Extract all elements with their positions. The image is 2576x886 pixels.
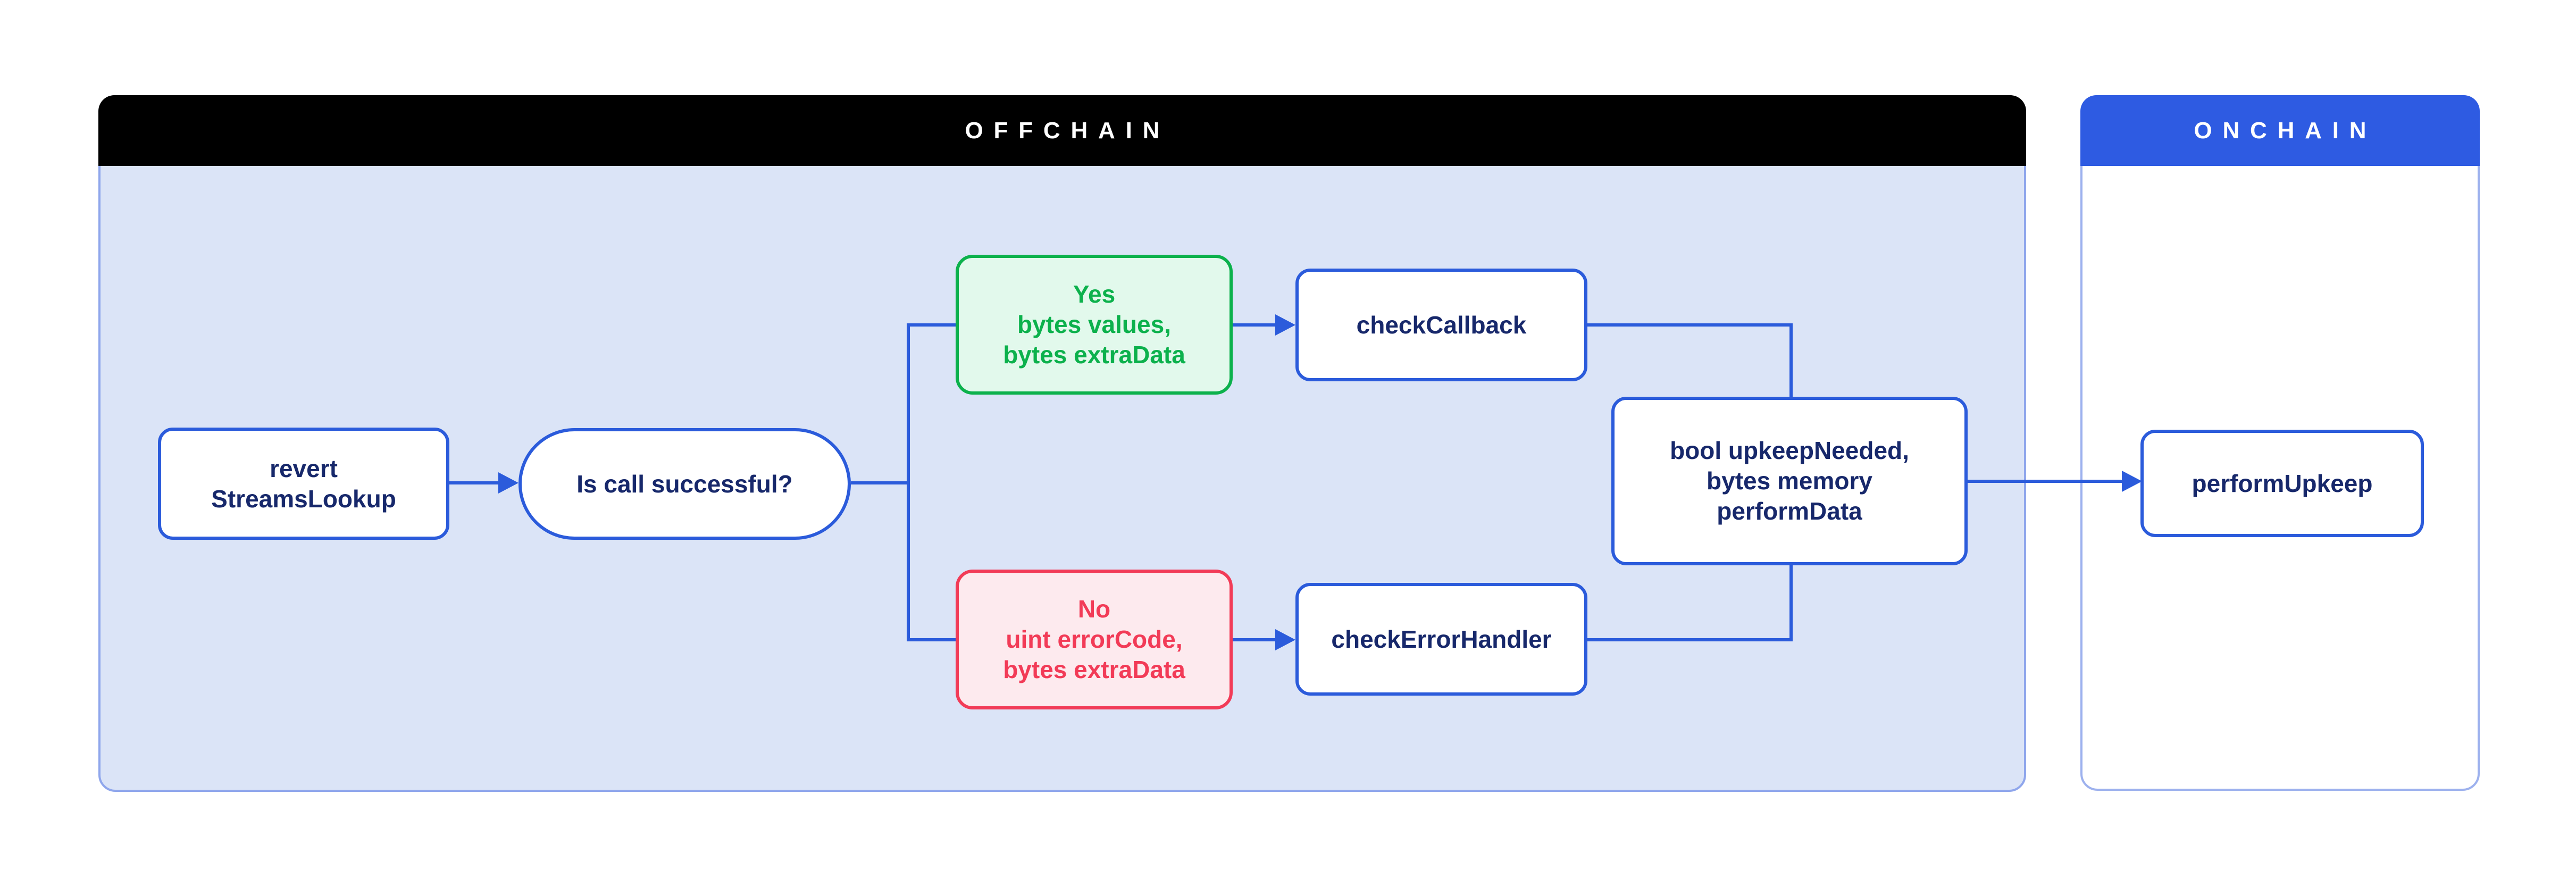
edge-branch-vertical — [907, 323, 910, 641]
node-check-error-handler: checkErrorHandler — [1295, 583, 1587, 696]
node-text-line: revert — [270, 454, 338, 482]
offchain-title: OFFCHAIN — [965, 117, 1170, 144]
arrowhead-icon — [2122, 471, 2142, 492]
onchain-title: ONCHAIN — [2194, 117, 2377, 144]
node-check-callback: checkCallback — [1295, 269, 1587, 381]
node-text-line: performData — [1717, 497, 1862, 525]
node-text-line: performUpkeep — [2192, 469, 2373, 497]
node-yes-output: Yes bytes values, bytes extraData — [956, 255, 1233, 395]
edge-revert-to-decision — [449, 481, 503, 484]
node-text-line: checkCallback — [1356, 311, 1527, 339]
node-text-line: bytes values, — [1017, 311, 1171, 338]
node-text-line: Is call successful? — [576, 470, 793, 498]
edge-result-to-performupkeep — [1968, 480, 2123, 483]
node-text-line: bytes extraData — [1003, 656, 1185, 683]
edge-checkerrorhandler-out-v — [1789, 564, 1793, 641]
node-revert-streamslookup: revert StreamsLookup — [158, 428, 449, 540]
node-text-line: bytes extraData — [1003, 341, 1185, 369]
offchain-header: OFFCHAIN — [98, 95, 2026, 166]
onchain-header: ONCHAIN — [2080, 95, 2480, 166]
node-text-line: uint errorCode, — [1006, 625, 1183, 653]
edge-checkcallback-out-h — [1587, 323, 1793, 327]
node-is-call-successful: Is call successful? — [518, 428, 851, 540]
edge-checkcallback-out-v — [1789, 323, 1793, 398]
node-perform-upkeep: performUpkeep — [2140, 430, 2424, 537]
arrowhead-icon — [1275, 314, 1295, 336]
node-text-line: checkErrorHandler — [1331, 625, 1552, 653]
node-text-line: bool upkeepNeeded, — [1670, 437, 1909, 464]
node-upkeep-result: bool upkeepNeeded, bytes memory performD… — [1611, 397, 1968, 565]
node-text-line: Yes — [1073, 280, 1116, 308]
edge-checkerrorhandler-out-h — [1587, 638, 1793, 641]
arrowhead-icon — [498, 472, 518, 494]
node-text-line: bytes memory — [1707, 467, 1872, 495]
edge-decision-to-branch — [851, 481, 908, 484]
arrowhead-icon — [1275, 629, 1295, 650]
node-no-output: No uint errorCode, bytes extraData — [956, 570, 1233, 709]
node-text-line: No — [1077, 595, 1111, 623]
node-text-line: StreamsLookup — [211, 484, 396, 513]
